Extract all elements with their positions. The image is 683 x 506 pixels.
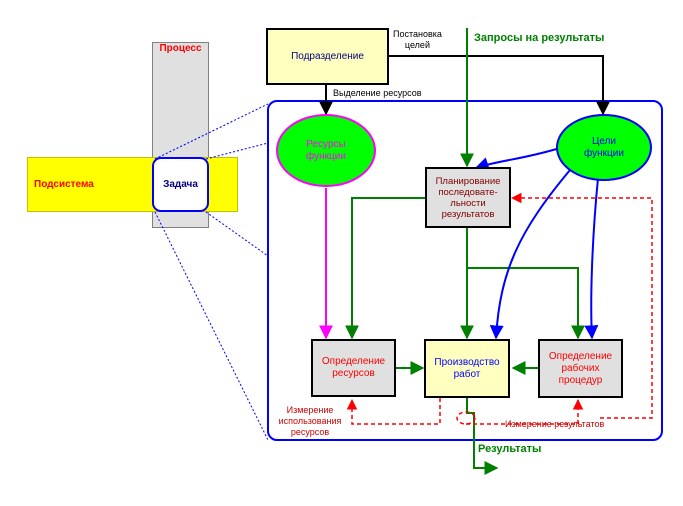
division-box[interactable]: Подразделение (266, 28, 389, 85)
requests-label: Запросы на результаты (474, 32, 605, 44)
production-box[interactable]: Производство работ (424, 339, 510, 398)
usage-measurement-label: Измерение использования ресурсов (278, 405, 342, 437)
projection-lines (154, 103, 269, 441)
resource-definition-label: Определение ресурсов (321, 356, 386, 379)
feedback-loops (346, 192, 653, 425)
production-label: Производство работ (434, 356, 500, 380)
goal-flows (474, 147, 599, 340)
results-label: Результаты (478, 443, 542, 455)
goals-ellipse-label: Цели функции (584, 135, 624, 159)
subsystem-label: Подсистема (34, 179, 94, 190)
function-frame (267, 100, 663, 441)
resource-allocation-label: Выделение ресурсов (333, 88, 422, 98)
resources-ellipse-label: Ресурсы функции (306, 138, 346, 162)
division-label: Подразделение (291, 50, 364, 62)
goal-setting-label: Постановка целей (393, 29, 442, 50)
green-flows (345, 28, 585, 475)
planning-label: Планирование последовате- льности резуль… (435, 175, 501, 220)
planning-box[interactable]: Планирование последовате- льности резуль… (425, 167, 511, 228)
procedure-definition-label: Определение рабочих процедур (548, 350, 613, 386)
resource-definition-box[interactable]: Определение ресурсов (311, 339, 396, 397)
process-label: Процесс (159, 43, 202, 54)
procedure-definition-box[interactable]: Определение рабочих процедур (538, 339, 623, 398)
task-box[interactable]: Задача (152, 157, 209, 212)
results-measurement-label: Измерение результатов (505, 419, 605, 429)
task-label: Задача (163, 178, 198, 190)
division-connectors (319, 55, 610, 116)
goals-ellipse[interactable]: Цели функции (556, 114, 652, 181)
resources-ellipse[interactable]: Ресурсы функции (276, 114, 376, 187)
